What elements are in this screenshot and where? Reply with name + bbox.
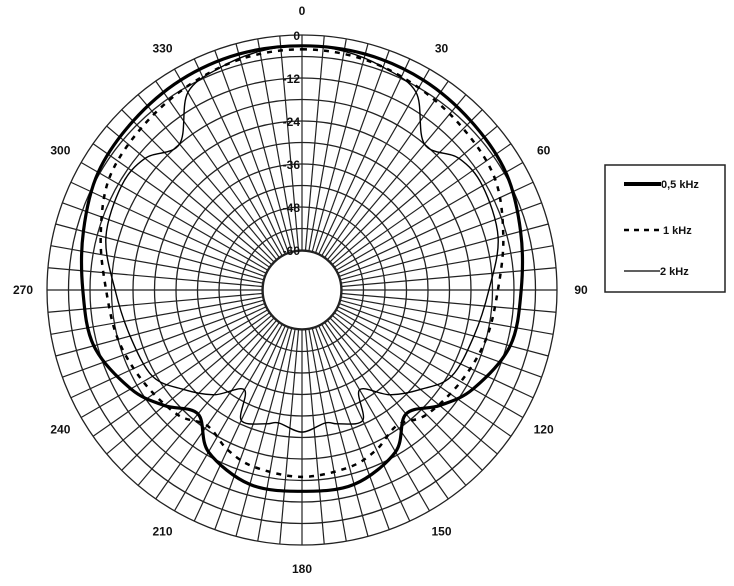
grid-spoke	[62, 303, 265, 378]
grid-spoke	[55, 223, 264, 281]
series-line-0-5-khz	[79, 44, 525, 493]
grid-spoke	[327, 94, 467, 260]
angle-tick-label: 300	[50, 144, 70, 158]
center-hole	[262, 250, 342, 330]
angle-tick-label: 270	[13, 283, 33, 297]
grid-spoke	[324, 322, 449, 500]
grid-spoke	[321, 68, 431, 256]
grid-spoke	[193, 58, 286, 255]
radial-tick-label: -12	[283, 72, 301, 86]
grid-spoke	[315, 50, 390, 253]
radial-tick-label: -24	[283, 115, 301, 129]
radial-tick-label: 0	[293, 29, 300, 43]
grid-spoke	[279, 329, 300, 545]
grid-spoke	[341, 267, 557, 288]
angle-tick-label: 90	[574, 283, 588, 297]
series-line-2-khz	[105, 45, 499, 433]
angle-tick-label: 210	[152, 525, 172, 539]
grid-spoke	[121, 317, 275, 471]
grid-spoke	[329, 317, 483, 471]
grid-spoke	[173, 324, 283, 512]
grid-spoke	[318, 58, 411, 255]
grid-spoke	[318, 325, 411, 522]
angle-tick-label: 330	[152, 41, 172, 55]
grid-spoke	[50, 245, 263, 284]
grid-spoke	[339, 303, 542, 378]
series-line-1-khz	[99, 48, 505, 479]
grid-spoke	[304, 329, 325, 545]
grid-spoke	[324, 80, 449, 258]
grid-spoke	[106, 125, 272, 265]
grid-spoke	[155, 80, 280, 258]
angle-tick-label: 240	[50, 423, 70, 437]
grid-spoke	[62, 202, 265, 277]
grid-spoke	[80, 161, 268, 271]
grid-spoke	[214, 50, 289, 253]
grid-spoke	[193, 325, 286, 522]
grid-spoke	[304, 35, 325, 251]
legend-label-1khz: 1 kHz	[663, 225, 692, 237]
grid-spoke	[311, 328, 369, 537]
grid-spoke	[334, 312, 512, 437]
grid-spoke	[106, 315, 272, 455]
grid-spoke	[329, 109, 483, 263]
grid-spoke	[279, 35, 300, 251]
grid-spoke	[155, 322, 280, 500]
grid-spoke	[321, 324, 431, 512]
grid-spoke	[92, 312, 270, 437]
grid-spoke	[257, 329, 296, 542]
grid-spoke	[337, 306, 534, 399]
grid-spoke	[92, 143, 270, 268]
grid-spoke	[315, 327, 390, 530]
radial-tick-label: -60	[283, 244, 301, 258]
grid-spoke	[235, 328, 293, 537]
grid-spoke	[214, 327, 289, 530]
angle-tick-label: 30	[435, 41, 449, 55]
grid-spoke	[339, 202, 542, 277]
grid-spoke	[47, 267, 263, 288]
angle-tick-label: 60	[537, 144, 551, 158]
radial-tick-label: -48	[283, 201, 301, 215]
grid-spoke	[336, 309, 524, 419]
angle-tick-label: 180	[292, 562, 312, 576]
polar-grid	[46, 34, 558, 546]
grid-spoke	[332, 125, 498, 265]
angle-tick-label: 120	[534, 423, 554, 437]
grid-spoke	[334, 143, 512, 268]
grid-spoke	[137, 320, 277, 486]
grid-spoke	[137, 94, 277, 260]
grid-spoke	[308, 38, 347, 251]
grid-spoke	[336, 161, 524, 271]
axis-labels: 0 -12 -24 -36 -48 -60 0 30 60 90 120 150 180 210 240 27…	[13, 4, 588, 576]
grid-spoke	[173, 68, 283, 256]
grid-spoke	[70, 306, 267, 399]
grid-spoke	[308, 329, 347, 542]
grid-spoke	[332, 315, 498, 455]
grid-spoke	[55, 299, 264, 357]
grid-spoke	[340, 223, 549, 281]
grid-spoke	[235, 43, 293, 252]
grid-spoke	[311, 43, 369, 252]
legend-label-2khz: 2 kHz	[660, 266, 689, 278]
angle-tick-label: 0	[299, 4, 306, 18]
angle-tick-label: 150	[431, 525, 451, 539]
grid-spoke	[257, 38, 296, 251]
grid-spoke	[341, 245, 554, 284]
grid-spoke	[80, 309, 268, 419]
grid-spoke	[327, 320, 467, 486]
series-layer	[79, 44, 525, 493]
legend-label-0-5khz: 0,5 kHz	[661, 179, 699, 191]
radial-tick-label: -36	[283, 158, 301, 172]
grid-spoke	[340, 299, 549, 357]
grid-spoke	[121, 109, 275, 263]
legend: 0,5 kHz 1 kHz 2 kHz	[604, 164, 726, 293]
